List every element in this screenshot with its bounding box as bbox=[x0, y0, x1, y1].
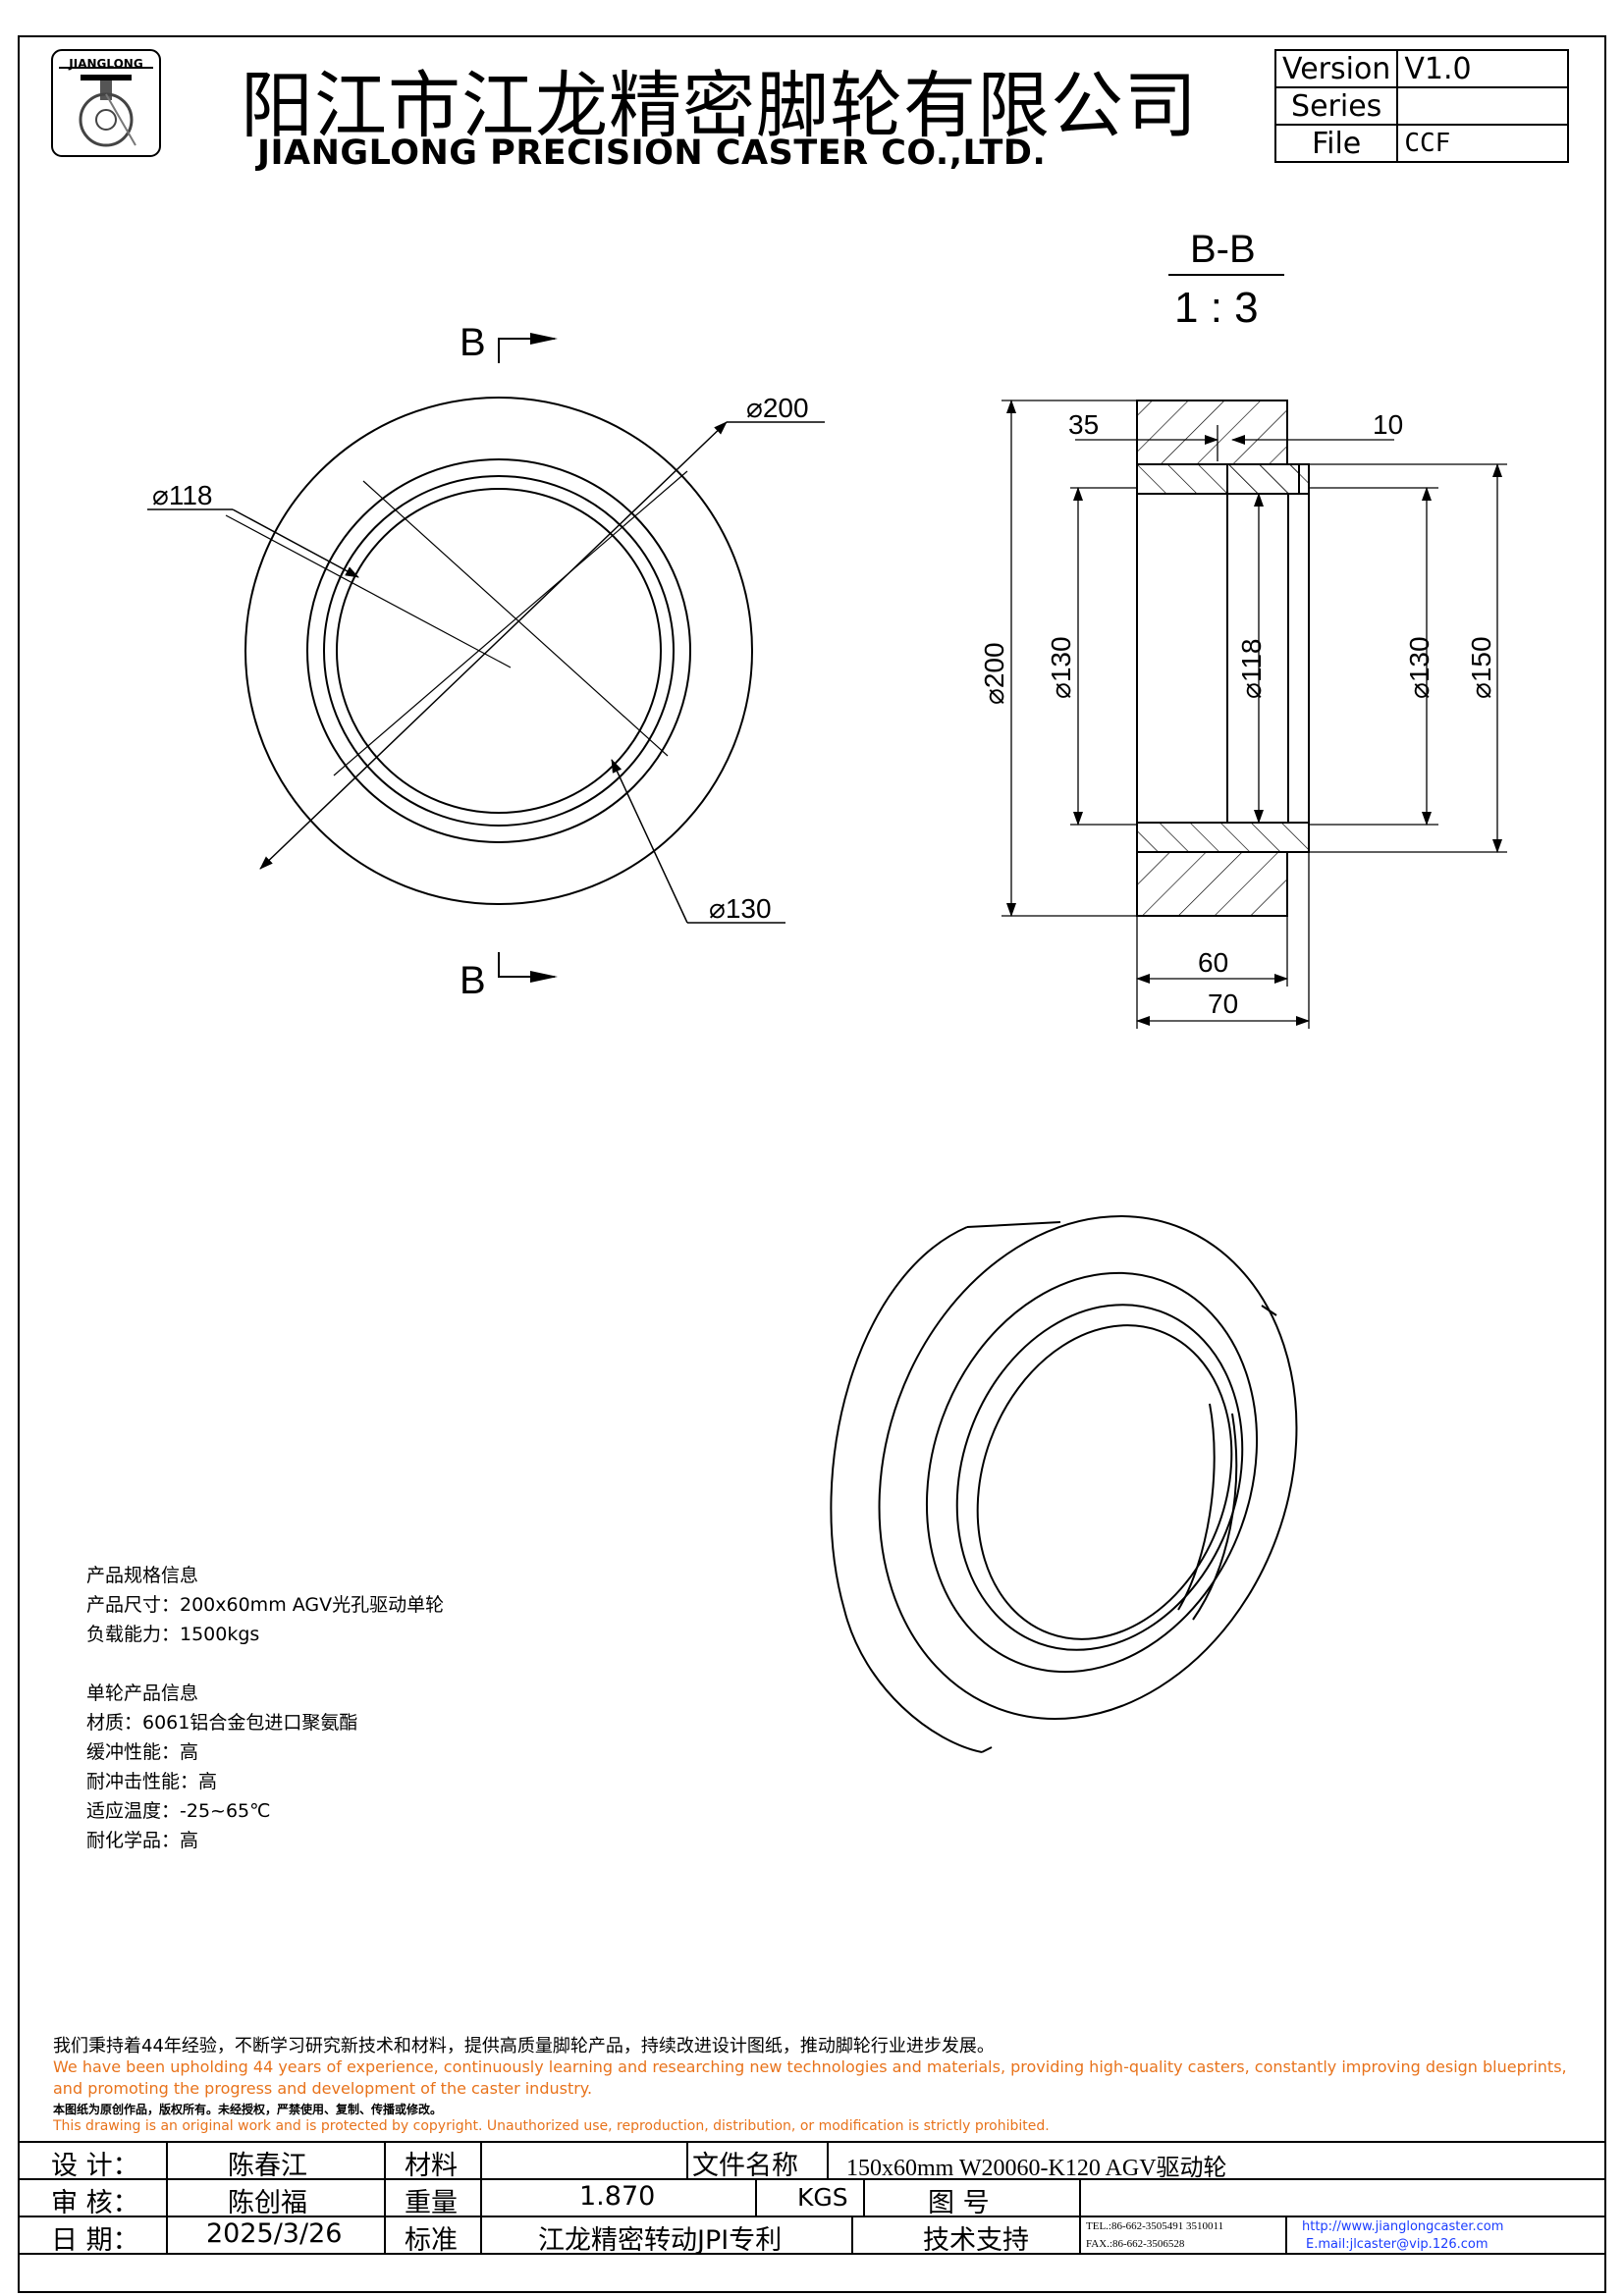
dim-d118: ⌀118 bbox=[1236, 639, 1267, 700]
file-label: File bbox=[1273, 124, 1399, 163]
spec-cushion: 缓冲性能：高 bbox=[86, 1741, 199, 1763]
caster-logo-icon bbox=[51, 49, 161, 157]
tb-filename-label: 文件名称 bbox=[692, 2151, 798, 2181]
tb-design-label: 设 计： bbox=[51, 2151, 139, 2181]
dim-60: 60 bbox=[1198, 947, 1228, 978]
section-marker-bottom-label: B bbox=[460, 959, 486, 1002]
note-en-statement-1: We have been upholding 44 years of exper… bbox=[53, 2057, 1567, 2076]
series-value bbox=[1396, 86, 1570, 126]
tb-design-value: 陈春江 bbox=[228, 2151, 307, 2181]
spec-material: 材质：6061铝合金包进口聚氨酯 bbox=[86, 1712, 358, 1734]
front-d200-label: ⌀200 bbox=[746, 393, 809, 423]
tb-date-label: 日 期： bbox=[51, 2225, 139, 2256]
tb-tel: TEL.:86-662-3505491 3510011 bbox=[1086, 2220, 1224, 2232]
company-logo bbox=[51, 49, 161, 157]
tb-filename-value: 150x60mm W20060-K120 AGV驱动轮 bbox=[846, 2156, 1227, 2181]
section-title: B-B bbox=[1190, 228, 1256, 271]
dim-d200: ⌀200 bbox=[979, 642, 1009, 705]
tb-weight-value: 1.870 bbox=[579, 2181, 656, 2212]
tb-weight-unit: KGS bbox=[797, 2183, 848, 2212]
spec-load: 负载能力：1500kgs bbox=[86, 1624, 260, 1645]
version-value: V1.0 bbox=[1396, 49, 1570, 88]
tb-date-value: 2025/3/26 bbox=[206, 2218, 343, 2249]
company-title-en: JIANGLONG PRECISION CASTER CO.,LTD. bbox=[257, 133, 1047, 173]
company-title-cn: 阳江市江龙精密脚轮有限公司 bbox=[241, 64, 1198, 148]
dim-10: 10 bbox=[1373, 409, 1403, 440]
tb-drawing-no-label: 图 号 bbox=[928, 2188, 990, 2218]
dim-d130-right: ⌀130 bbox=[1404, 636, 1435, 699]
note-en-copyright: This drawing is an original work and is … bbox=[53, 2118, 1050, 2134]
spec-chemical: 耐化学品：高 bbox=[86, 1830, 199, 1851]
front-d130-label: ⌀130 bbox=[709, 893, 772, 924]
tb-weight-label: 重量 bbox=[405, 2188, 458, 2218]
tb-website-link[interactable]: http://www.jianglongcaster.com bbox=[1302, 2219, 1504, 2234]
dim-70: 70 bbox=[1208, 988, 1238, 1019]
spec-size: 产品尺寸：200x60mm AGV光孔驱动单轮 bbox=[86, 1594, 445, 1616]
tb-fax: FAX.:86-662-3506528 bbox=[1086, 2238, 1185, 2250]
dim-d150: ⌀150 bbox=[1466, 636, 1496, 699]
version-label: Version bbox=[1273, 49, 1399, 88]
tb-email-link[interactable]: E.mail:jlcaster@vip.126.com bbox=[1306, 2237, 1489, 2252]
version-table: Version V1.0 Series File CCF bbox=[1273, 49, 1570, 163]
tb-standard-value: 江龙精密转动JPI专利 bbox=[538, 2225, 783, 2256]
dim-d130-left: ⌀130 bbox=[1046, 636, 1076, 699]
note-cn-statement: 我们秉持着44年经验，不断学习研究新技术和材料，提供高质量脚轮产品，持续改进设计… bbox=[53, 2036, 995, 2056]
spec-wheel-heading: 单轮产品信息 bbox=[86, 1682, 199, 1704]
spec-temp: 适应温度：-25~65℃ bbox=[86, 1800, 271, 1822]
section-marker-top: B bbox=[460, 321, 558, 364]
tb-support-label: 技术支持 bbox=[923, 2225, 1029, 2256]
note-cn-copyright: 本图纸为原创作品，版权所有。未经授权，严禁使用、复制、传播或修改。 bbox=[53, 2103, 443, 2116]
logo-label: JIANGLONG bbox=[69, 57, 143, 71]
isometric-view bbox=[830, 1215, 1298, 1753]
drawing-frame bbox=[18, 35, 1606, 2293]
tb-review-value: 陈创福 bbox=[228, 2188, 307, 2218]
section-scale: 1 : 3 bbox=[1174, 284, 1259, 332]
file-value: CCF bbox=[1396, 124, 1570, 163]
outer-circle bbox=[244, 397, 753, 905]
spec-impact: 耐冲击性能：高 bbox=[86, 1771, 218, 1792]
spec-product-heading: 产品规格信息 bbox=[86, 1565, 199, 1586]
tb-material-label: 材料 bbox=[405, 2151, 458, 2181]
tb-review-label: 审 核： bbox=[51, 2188, 139, 2218]
tb-standard-label: 标准 bbox=[405, 2225, 458, 2256]
section-marker-bottom: B bbox=[460, 952, 558, 1002]
dim-35: 35 bbox=[1068, 409, 1099, 440]
note-en-statement-2: and promoting the progress and developme… bbox=[53, 2079, 593, 2098]
front-d118-label: ⌀118 bbox=[152, 480, 213, 510]
section-marker-top-label: B bbox=[460, 321, 486, 364]
series-label: Series bbox=[1273, 86, 1399, 126]
